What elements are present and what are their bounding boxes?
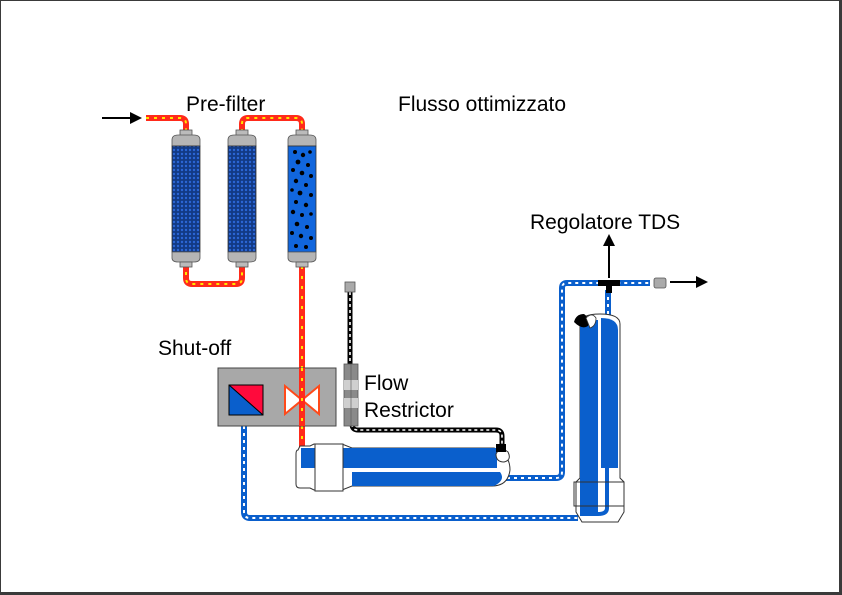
post-membrane xyxy=(573,313,625,523)
flow-restrictor-label-line1: Flow xyxy=(364,372,409,395)
outlet-arrow-icon xyxy=(670,276,708,288)
granular-carbon-filter xyxy=(287,129,317,268)
tds-up-arrow-icon xyxy=(603,234,615,278)
shut-off-valve xyxy=(217,367,337,427)
inlet-arrow-icon xyxy=(102,112,142,124)
sediment-filter xyxy=(171,129,201,268)
waste-pipe xyxy=(347,292,505,444)
prefilter-label: Pre-filter xyxy=(186,93,265,116)
tds-tee xyxy=(598,280,620,293)
shutoff-label: Shut-off xyxy=(158,337,231,360)
permeate-pipe xyxy=(241,280,650,521)
diagram-title: Flusso ottimizzato xyxy=(398,93,566,116)
ro-membrane xyxy=(295,443,511,492)
valve-icon xyxy=(284,383,320,417)
feed-pipe xyxy=(146,115,305,448)
tds-regulator-label: Regolatore TDS xyxy=(530,211,680,234)
flow-restrictor xyxy=(343,363,359,427)
flow-restrictor-label-line2: Restrictor xyxy=(364,399,454,422)
carbon-block-filter xyxy=(227,129,257,268)
drain-fitting-icon xyxy=(344,281,356,293)
outlet-fitting-icon xyxy=(653,277,667,289)
